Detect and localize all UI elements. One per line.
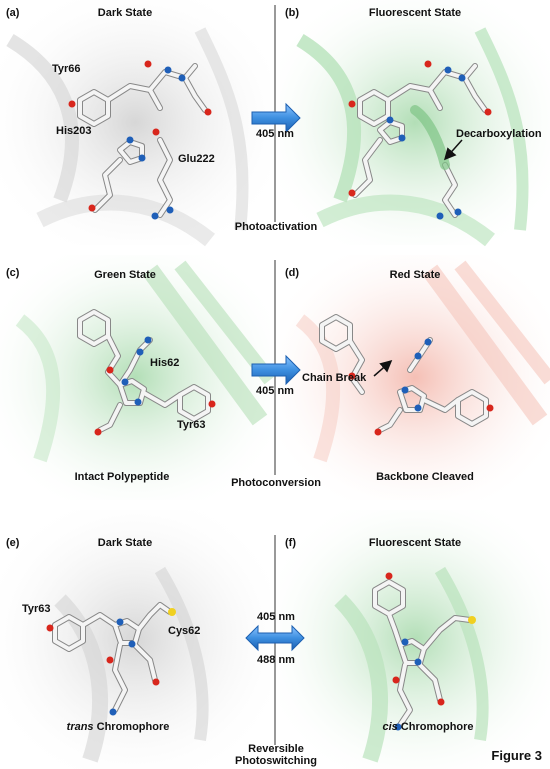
wavelength-row-3-bottom: 488 nm: [257, 654, 295, 666]
molecule-panel-b: [348, 60, 492, 220]
molecule-panel-d: [319, 314, 494, 436]
panel-a-background: [0, 0, 270, 247]
panel-d-background: [280, 255, 550, 500]
molecule-panel-e: [46, 602, 176, 716]
panel-a-title: Dark State: [98, 7, 152, 19]
label-tyr63-e: Tyr63: [22, 603, 51, 615]
caption-cis-chromophore: cis Chromophore: [382, 721, 473, 733]
panel-c-background: [0, 255, 276, 500]
process-row-3-line1: Reversible: [248, 743, 304, 755]
label-tyr66: Tyr66: [52, 63, 81, 75]
wavelength-row-2: 405 nm: [256, 385, 294, 397]
panel-c-title: Green State: [94, 269, 156, 281]
molecule-panel-f: [372, 572, 476, 731]
chain-break-pointer: [373, 360, 393, 377]
arrow-row-2: [251, 354, 301, 386]
label-his203: His203: [56, 125, 91, 137]
label-cys62: Cys62: [168, 625, 200, 637]
process-row-1: Photoactivation: [235, 221, 318, 233]
label-his62: His62: [150, 357, 179, 369]
process-row-2: Photoconversion: [231, 477, 321, 489]
molecule-panel-c: [77, 309, 216, 436]
panel-e-title: Dark State: [98, 537, 152, 549]
caption-intact-polypeptide: Intact Polypeptide: [75, 471, 170, 483]
label-decarboxylation: Decarboxylation: [456, 128, 542, 140]
wavelength-row-1: 405 nm: [256, 128, 294, 140]
panel-a-id: (a): [6, 7, 20, 19]
caption-backbone-cleaved: Backbone Cleaved: [376, 471, 474, 483]
panel-f-id: (f): [285, 537, 296, 549]
panel-d-title: Red State: [390, 269, 441, 281]
wavelength-row-3-top: 405 nm: [257, 611, 295, 623]
label-glu222: Glu222: [178, 153, 215, 165]
panel-b-id: (b): [285, 7, 299, 19]
arrow-row-3-double: [245, 624, 305, 652]
caption-trans-chromophore: trans Chromophore: [67, 721, 170, 733]
label-chain-break: Chain Break: [302, 372, 367, 384]
decarboxylation-pointer: [444, 139, 463, 161]
panel-f-title: Fluorescent State: [369, 537, 461, 549]
molecule-panel-a: [68, 60, 212, 220]
process-row-3-line2: Photoswitching: [235, 755, 317, 767]
arrow-row-1: [251, 102, 301, 134]
panel-b-title: Fluorescent State: [369, 7, 461, 19]
panel-d-id: (d): [285, 267, 299, 279]
label-tyr63: Tyr63: [177, 419, 206, 431]
panel-b-background: [280, 0, 550, 247]
panel-e-id: (e): [6, 537, 20, 549]
figure-label: Figure 3: [491, 748, 542, 763]
panel-c-id: (c): [6, 267, 20, 279]
